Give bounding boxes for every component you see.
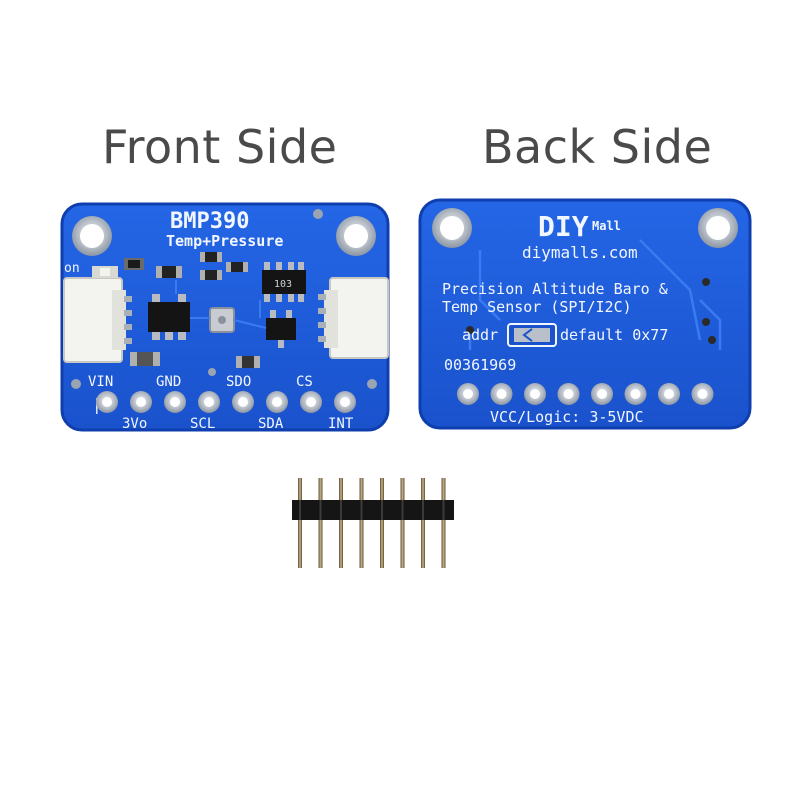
pin-pad [591, 383, 613, 405]
header-pin [400, 478, 405, 568]
pin-pad [266, 391, 288, 413]
pin-pad [300, 391, 322, 413]
addr-label: addr [462, 326, 498, 344]
bmp390-sensor-chip [209, 307, 235, 333]
back-pin-pads [457, 383, 714, 405]
website-text: diymalls.com [522, 243, 638, 262]
pin-pad [130, 391, 152, 413]
pin-pad [624, 383, 647, 405]
pin-header-strip [292, 478, 454, 568]
led-label: on [64, 261, 80, 276]
led-component [92, 266, 118, 278]
serial-number: 00361969 [444, 356, 516, 374]
description-line-2: Temp Sensor (SPI/I2C) [442, 298, 632, 316]
board-subtitle: Temp+Pressure [166, 232, 283, 250]
mounting-hole-icon [72, 216, 112, 256]
capacitor-component [236, 356, 260, 368]
pin-label-sda: SDA [258, 416, 284, 432]
mounting-hole-icon [336, 216, 376, 256]
addr-default-text: default 0x77 [560, 326, 668, 344]
header-pin [339, 478, 343, 568]
diymall-logo: DIY Mall [538, 210, 621, 243]
header-pin [359, 478, 364, 568]
pin-label-scl: SCL [190, 416, 215, 432]
header-pin [441, 478, 446, 568]
voltage-regulator-chip [148, 294, 190, 340]
resistor-component [200, 252, 248, 280]
resistor-component [156, 266, 182, 278]
pin-label-int: INT [328, 416, 354, 432]
transistor-chip [266, 310, 296, 348]
logo-sub-text: Mall [592, 219, 621, 233]
header-plastic-body [292, 500, 454, 520]
description-line-1: Precision Altitude Baro & [442, 280, 668, 298]
pin-pad [198, 391, 220, 413]
header-pin [380, 478, 384, 568]
pin-label-sdo: SDO [226, 374, 251, 390]
capacitor-component [124, 258, 144, 270]
pin-pad [658, 383, 680, 405]
board-title: BMP390 [170, 209, 249, 234]
pin-pad [164, 391, 186, 413]
stemma-connector-right [318, 277, 389, 359]
pin-pad [457, 383, 479, 405]
header-pin [318, 478, 323, 568]
level-shifter-chip: 103 [262, 262, 306, 302]
front-board: BMP390 Temp+Pressure on [60, 202, 390, 432]
logo-main-text: DIY [538, 210, 589, 243]
header-pin [298, 478, 302, 568]
pin-pad [232, 391, 254, 413]
power-spec-text: VCC/Logic: 3-5VDC [490, 408, 644, 426]
front-side-caption: Front Side [102, 120, 338, 174]
pin-label-3vo: 3Vo [122, 416, 147, 432]
header-pin [421, 478, 425, 568]
capacitor-component [130, 352, 160, 366]
pin-pad [96, 391, 118, 413]
mounting-hole-icon [432, 208, 472, 248]
pin-pad [334, 391, 356, 413]
pin-label-vin: VIN [88, 374, 113, 390]
stemma-connector-left [63, 277, 132, 363]
pin-pad [557, 383, 580, 405]
pin-pad [490, 383, 513, 405]
pin-label-cs: CS [296, 374, 313, 390]
back-side-caption: Back Side [482, 120, 713, 174]
front-pin-pads [96, 391, 356, 413]
pin-label-gnd: GND [156, 374, 181, 390]
pin-pad [524, 383, 546, 405]
pin-pad [691, 383, 714, 405]
address-jumper-pad [507, 323, 557, 347]
chip-label: 103 [274, 279, 292, 290]
mounting-hole-icon [698, 208, 738, 248]
back-board: DIY Mall diymalls.com Precision Altitude… [418, 198, 752, 430]
